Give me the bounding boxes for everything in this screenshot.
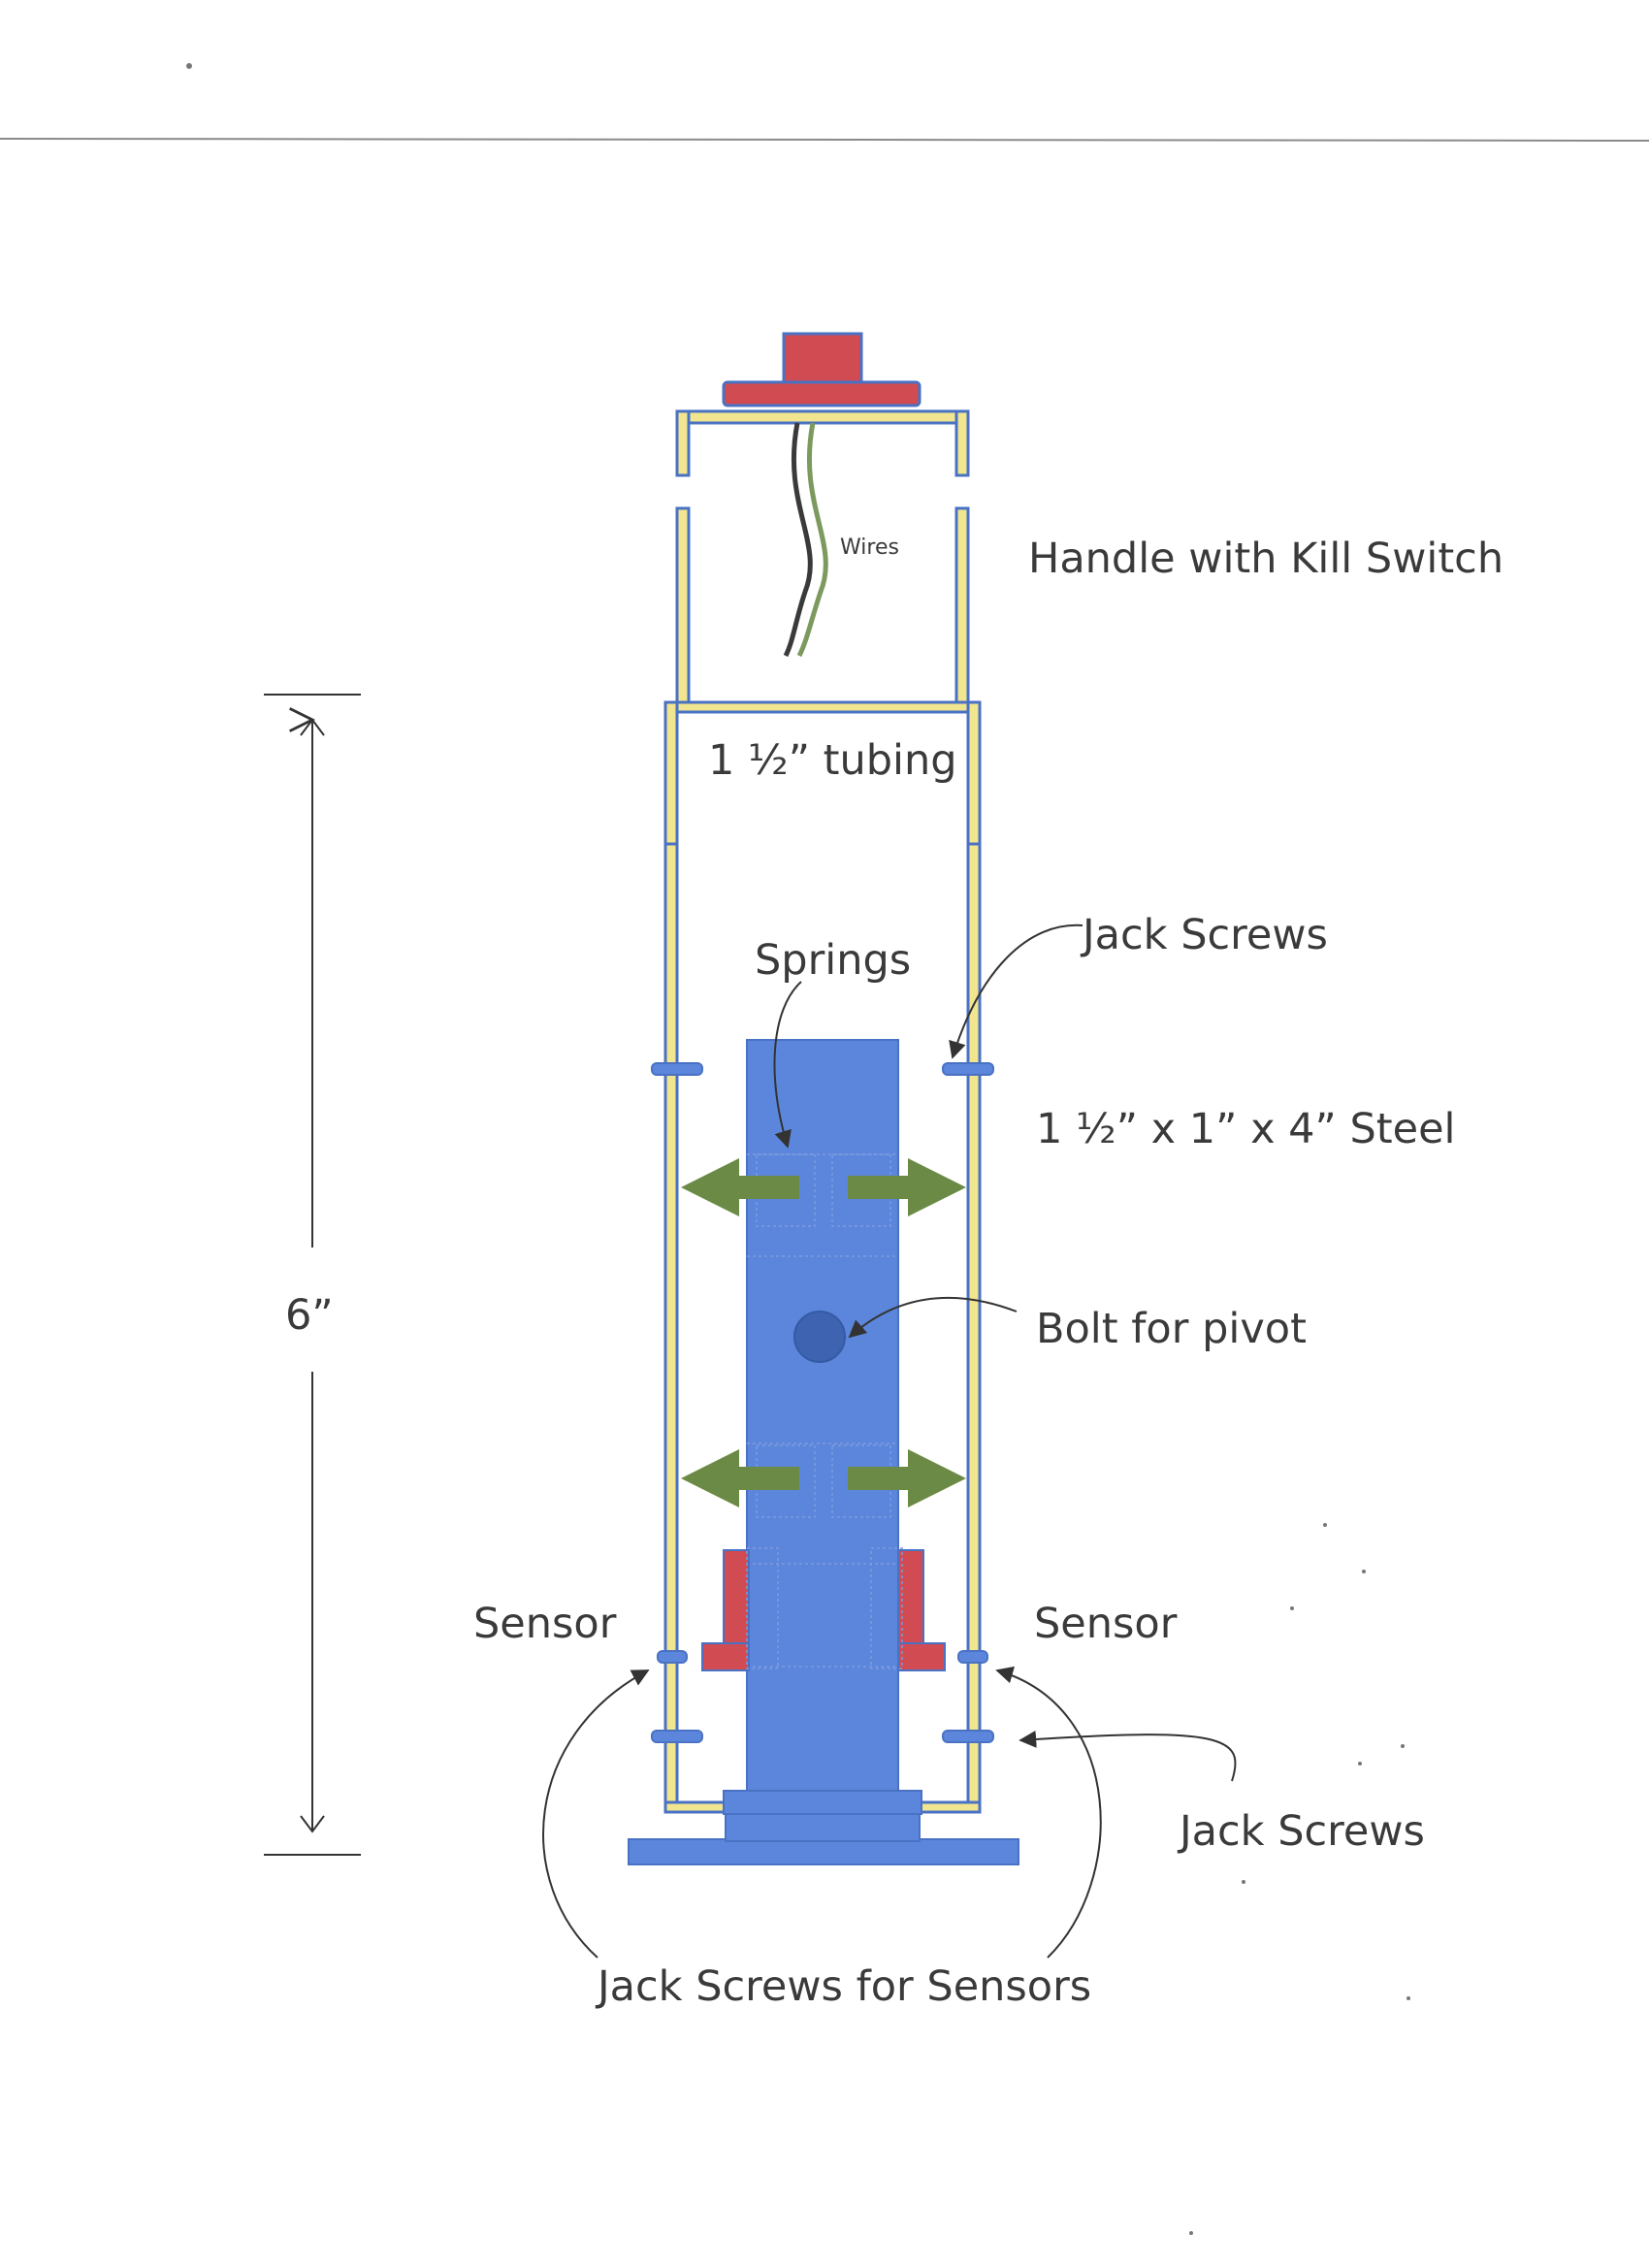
handle-tube (675, 409, 970, 704)
spring-arrow-top-left (681, 1158, 799, 1216)
label-sensor-left: Sensor (473, 1600, 617, 1648)
paper-edge-line (0, 138, 1649, 142)
jack-screw-sensor-left (657, 1650, 688, 1664)
label-jack-screws-sensors: Jack Screws for Sensors (595, 1962, 1091, 2011)
base-plate (628, 1790, 1019, 1865)
sensor-right (870, 1547, 946, 1671)
leader-jack-screws-bottom (1018, 1730, 1237, 1782)
label-sensor-right: Sensor (1034, 1600, 1178, 1648)
leader-bolt (848, 1296, 1018, 1339)
spring-arrow-top-right (848, 1158, 966, 1216)
jack-screw-sensor-right (957, 1650, 988, 1664)
label-handle: Handle with Kill Switch (1028, 535, 1504, 583)
jack-screw-bottom-left (651, 1730, 703, 1743)
jack-screw-top-left (651, 1062, 703, 1076)
sensor-left (701, 1547, 779, 1671)
label-dimension: 6” (285, 1291, 334, 1340)
dimension-line (264, 694, 361, 1856)
jack-screw-top-right (942, 1062, 994, 1076)
label-steel: 1 ½” x 1” x 4” Steel (1036, 1105, 1456, 1153)
leader-sensor-jack-right (995, 1666, 1102, 1959)
label-tubing: 1 ½” tubing (708, 736, 957, 785)
label-bolt: Bolt for pivot (1036, 1305, 1307, 1353)
label-jack-screws-top: Jack Screws (1080, 911, 1328, 959)
steel-block (746, 1039, 899, 1796)
kill-switch-icon (722, 332, 922, 407)
spring-arrow-bottom-right (848, 1449, 966, 1507)
leader-jack-screws-top (949, 923, 1083, 1059)
jack-screw-bottom-right (942, 1730, 994, 1743)
scan-specks (186, 63, 1410, 2235)
bolt-circle-icon (793, 1311, 846, 1363)
spring-arrow-bottom-left (681, 1449, 799, 1507)
leader-sensor-jack-left (542, 1669, 650, 1959)
label-springs: Springs (755, 936, 911, 985)
label-wires: Wires (840, 535, 899, 560)
leader-springs (773, 981, 802, 1149)
label-jack-screws-bottom: Jack Screws (1177, 1807, 1425, 1856)
wires (783, 422, 828, 658)
